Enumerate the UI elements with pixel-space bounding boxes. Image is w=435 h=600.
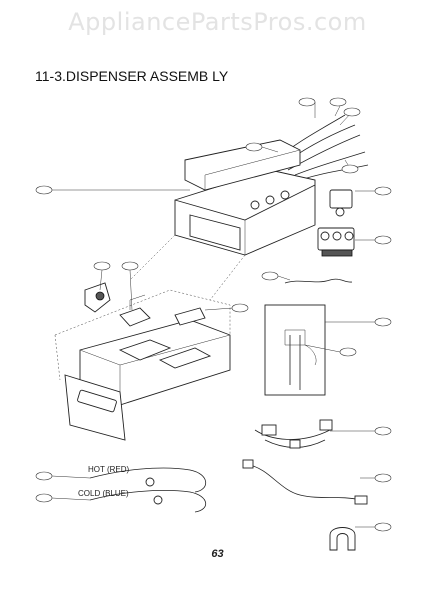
dispenser-housing xyxy=(174,139,316,256)
hose-clamp xyxy=(329,527,356,551)
callout-f430 xyxy=(374,317,392,327)
wire-harness-130 xyxy=(242,459,368,505)
callout-f120 xyxy=(374,426,392,436)
callout-f075 xyxy=(35,493,53,503)
callout-f100 xyxy=(374,522,392,532)
cold-hose-label: COLD (BLUE) xyxy=(78,489,129,498)
callout-f200 xyxy=(35,185,53,195)
hot-hose-label: HOT (RED) xyxy=(88,465,130,474)
callout-f237 xyxy=(93,261,111,271)
assembly-guides xyxy=(54,234,246,381)
callout-f230b xyxy=(343,107,361,117)
callout-f170 xyxy=(374,186,392,196)
callout-f220-top xyxy=(298,97,316,107)
callout-f230a xyxy=(329,97,347,107)
page-title: 11-3.DISPENSER ASSEMB LY xyxy=(35,68,229,84)
callout-f220 xyxy=(231,303,249,313)
callout-f269 xyxy=(261,271,279,281)
small-wire xyxy=(284,278,353,284)
callout-f130 xyxy=(374,473,392,483)
wire-harness-panel xyxy=(264,304,326,396)
callout-f160 xyxy=(374,235,392,245)
callout-bubbles xyxy=(35,97,392,532)
page-number: 63 xyxy=(211,548,224,560)
callout-f440 xyxy=(339,347,357,357)
callout-f070 xyxy=(35,471,53,481)
callout-f310 xyxy=(341,164,359,174)
water-valves xyxy=(317,189,355,257)
inlet-hoses-bottom xyxy=(89,467,207,513)
callout-f480 xyxy=(245,142,263,152)
callout-f236 xyxy=(121,261,139,271)
watermark: AppliancePartsPros.com xyxy=(68,8,367,36)
drawer-accessories xyxy=(84,282,206,327)
wire-harness-120 xyxy=(254,419,333,449)
detergent-drawer xyxy=(64,319,231,441)
